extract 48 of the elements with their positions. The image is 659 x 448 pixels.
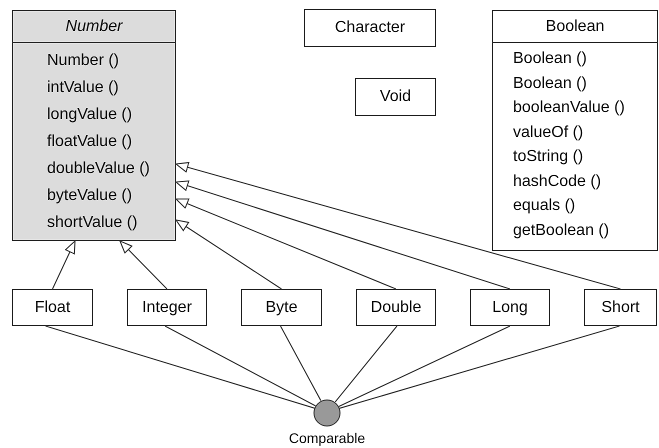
- connector-line: [338, 326, 510, 407]
- method-name: Boolean (): [513, 49, 587, 69]
- inheritance-arrow: [175, 219, 282, 290]
- inheritance-arrow: [175, 162, 621, 290]
- class-box: [355, 78, 436, 116]
- class-box: [12, 289, 93, 326]
- class-name: Boolean: [493, 11, 657, 43]
- method-name: toString (): [513, 147, 584, 167]
- class-name: Double: [370, 298, 422, 316]
- class-name: Character: [334, 19, 406, 37]
- method-name: floatValue (): [47, 132, 132, 152]
- interface-name: Comparable: [288, 430, 366, 446]
- inheritance-arrow: [175, 180, 510, 290]
- method-name: hashCode (): [513, 172, 602, 192]
- connector-line: [164, 326, 316, 406]
- connector-line: [339, 325, 620, 409]
- method-name: longValue (): [47, 105, 132, 125]
- method-name: Number (): [47, 51, 120, 71]
- method-name: byteValue (): [47, 186, 132, 206]
- class-box: [356, 289, 436, 326]
- method-name: getBoolean (): [513, 220, 610, 240]
- connector-line: [334, 326, 398, 402]
- class-name: Short: [601, 298, 640, 316]
- method-name: shortValue (): [47, 213, 138, 233]
- method-name: doubleValue (): [47, 159, 150, 179]
- method-name: Boolean (): [513, 74, 587, 94]
- class-name: Byte: [265, 298, 298, 316]
- inheritance-arrow: [52, 240, 76, 290]
- class-name: Float: [34, 298, 70, 316]
- class-name: Void: [380, 88, 412, 106]
- method-name: booleanValue (): [513, 98, 625, 118]
- method-name: intValue (): [47, 78, 119, 98]
- inheritance-arrow: [175, 198, 396, 290]
- class-name: Number: [13, 11, 175, 43]
- method-name: valueOf (): [513, 122, 584, 142]
- class-box: [584, 289, 657, 326]
- class-box: [304, 9, 436, 47]
- connector-line: [45, 325, 315, 409]
- class-box: [241, 289, 322, 326]
- connector-line: [280, 326, 322, 401]
- class-box: [470, 289, 550, 326]
- class-box: [492, 10, 658, 251]
- class-box: [12, 10, 176, 241]
- class-box: [127, 289, 207, 326]
- method-name: equals (): [513, 196, 576, 216]
- class-name: Integer: [142, 298, 192, 316]
- class-name: Long: [492, 298, 528, 316]
- inheritance-arrow: [119, 240, 168, 290]
